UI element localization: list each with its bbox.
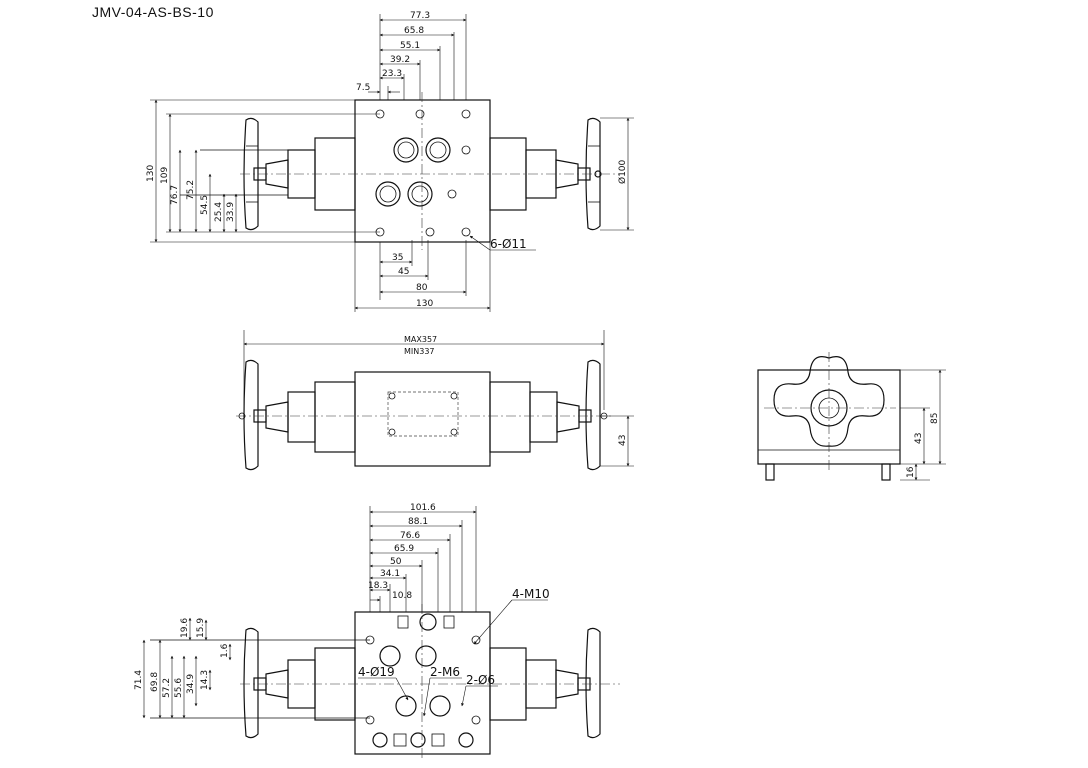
dim-130-v: 130 [146, 165, 156, 182]
dim-7-5: 7.5 [356, 83, 370, 93]
dim-10-8: 10.8 [392, 591, 412, 601]
hole-callout-6-d11: 6-Ø11 [490, 237, 527, 251]
bottom-view: 101.6 88.1 76.6 65.9 50 34.1 18.3 10.8 [134, 503, 620, 760]
dim-39-2: 39.2 [390, 55, 410, 65]
bottom-right-handwheel [585, 627, 601, 739]
drawing-title: JMV-04-AS-BS-10 [92, 4, 214, 20]
dim-55-1: 55.1 [400, 41, 420, 51]
dim-14-3: 14.3 [200, 670, 210, 690]
dim-71-4: 71.4 [134, 670, 144, 690]
dim-15-9: 15.9 [196, 618, 206, 638]
dim-69-8: 69.8 [150, 672, 160, 692]
callout-4-m10: 4-M10 [512, 587, 550, 601]
dim-45: 45 [398, 267, 409, 277]
dim-1-6: 1.6 [220, 643, 230, 658]
dim-d100: Ø100 [617, 159, 628, 184]
dim-76-7-v: 76.7 [170, 185, 180, 205]
dim-65-9: 65.9 [394, 544, 414, 554]
bottom-horizontal-dims: 101.6 88.1 76.6 65.9 50 34.1 18.3 10.8 [368, 503, 477, 612]
dim-75-2-v: 75.2 [186, 180, 196, 200]
dim-43-end: 43 [914, 433, 924, 444]
dim-33-9-v: 33.9 [226, 202, 236, 222]
dim-77-3: 77.3 [410, 11, 430, 21]
dim-43-side: 43 [618, 435, 628, 446]
top-horizontal-dims: 77.3 65.8 55.1 39.2 23.3 7.5 [356, 11, 467, 100]
dim-34-9: 34.9 [186, 674, 196, 694]
dim-130-h: 130 [416, 299, 433, 309]
top-view: 77.3 65.8 55.1 39.2 23.3 7.5 130 [146, 11, 634, 312]
dim-34-1: 34.1 [380, 569, 400, 579]
top-bottom-dims: 35 45 80 130 [354, 240, 491, 312]
dim-16: 16 [906, 466, 916, 478]
dim-min337: MIN337 [404, 347, 435, 356]
top-body [354, 99, 491, 243]
callout-4-d19: 4-Ø19 [358, 665, 395, 679]
dim-54-5-v: 54.5 [200, 195, 210, 215]
bottom-vertical-dims: 71.4 69.8 57.2 55.6 34.9 14.3 19.6 15.9 … [134, 618, 232, 719]
callout-2-m6: 2-M6 [430, 665, 460, 679]
dim-109-v: 109 [160, 167, 170, 184]
dim-88-1: 88.1 [408, 517, 428, 527]
right-handwheel [585, 117, 601, 231]
side-left-handwheel [243, 359, 259, 471]
dim-55-6: 55.6 [174, 678, 184, 698]
side-right-handwheel [585, 359, 601, 471]
dim-35: 35 [392, 253, 403, 263]
dim-23-3: 23.3 [382, 69, 402, 79]
dim-85: 85 [930, 413, 940, 424]
dim-65-8: 65.8 [404, 26, 424, 36]
left-handwheel [243, 117, 259, 231]
side-view: MAX357 MIN337 43 [236, 330, 634, 471]
dim-76-6: 76.6 [400, 531, 420, 541]
dim-18-3: 18.3 [368, 581, 388, 591]
dim-max357: MAX357 [404, 335, 437, 344]
dim-19-6: 19.6 [180, 618, 190, 638]
dim-101-6: 101.6 [410, 503, 436, 513]
top-vertical-dims: 130 109 76.7 75.2 54.5 25.4 33.9 [146, 99, 380, 243]
dim-57-2: 57.2 [162, 678, 172, 698]
dim-50: 50 [390, 557, 402, 567]
callout-2-d6: 2-Ø6 [466, 673, 495, 687]
side-body [354, 371, 491, 467]
dim-25-4-v: 25.4 [214, 202, 224, 222]
bottom-left-handwheel [243, 627, 259, 739]
dim-80: 80 [416, 283, 428, 293]
end-view: 85 43 16 [757, 352, 946, 481]
